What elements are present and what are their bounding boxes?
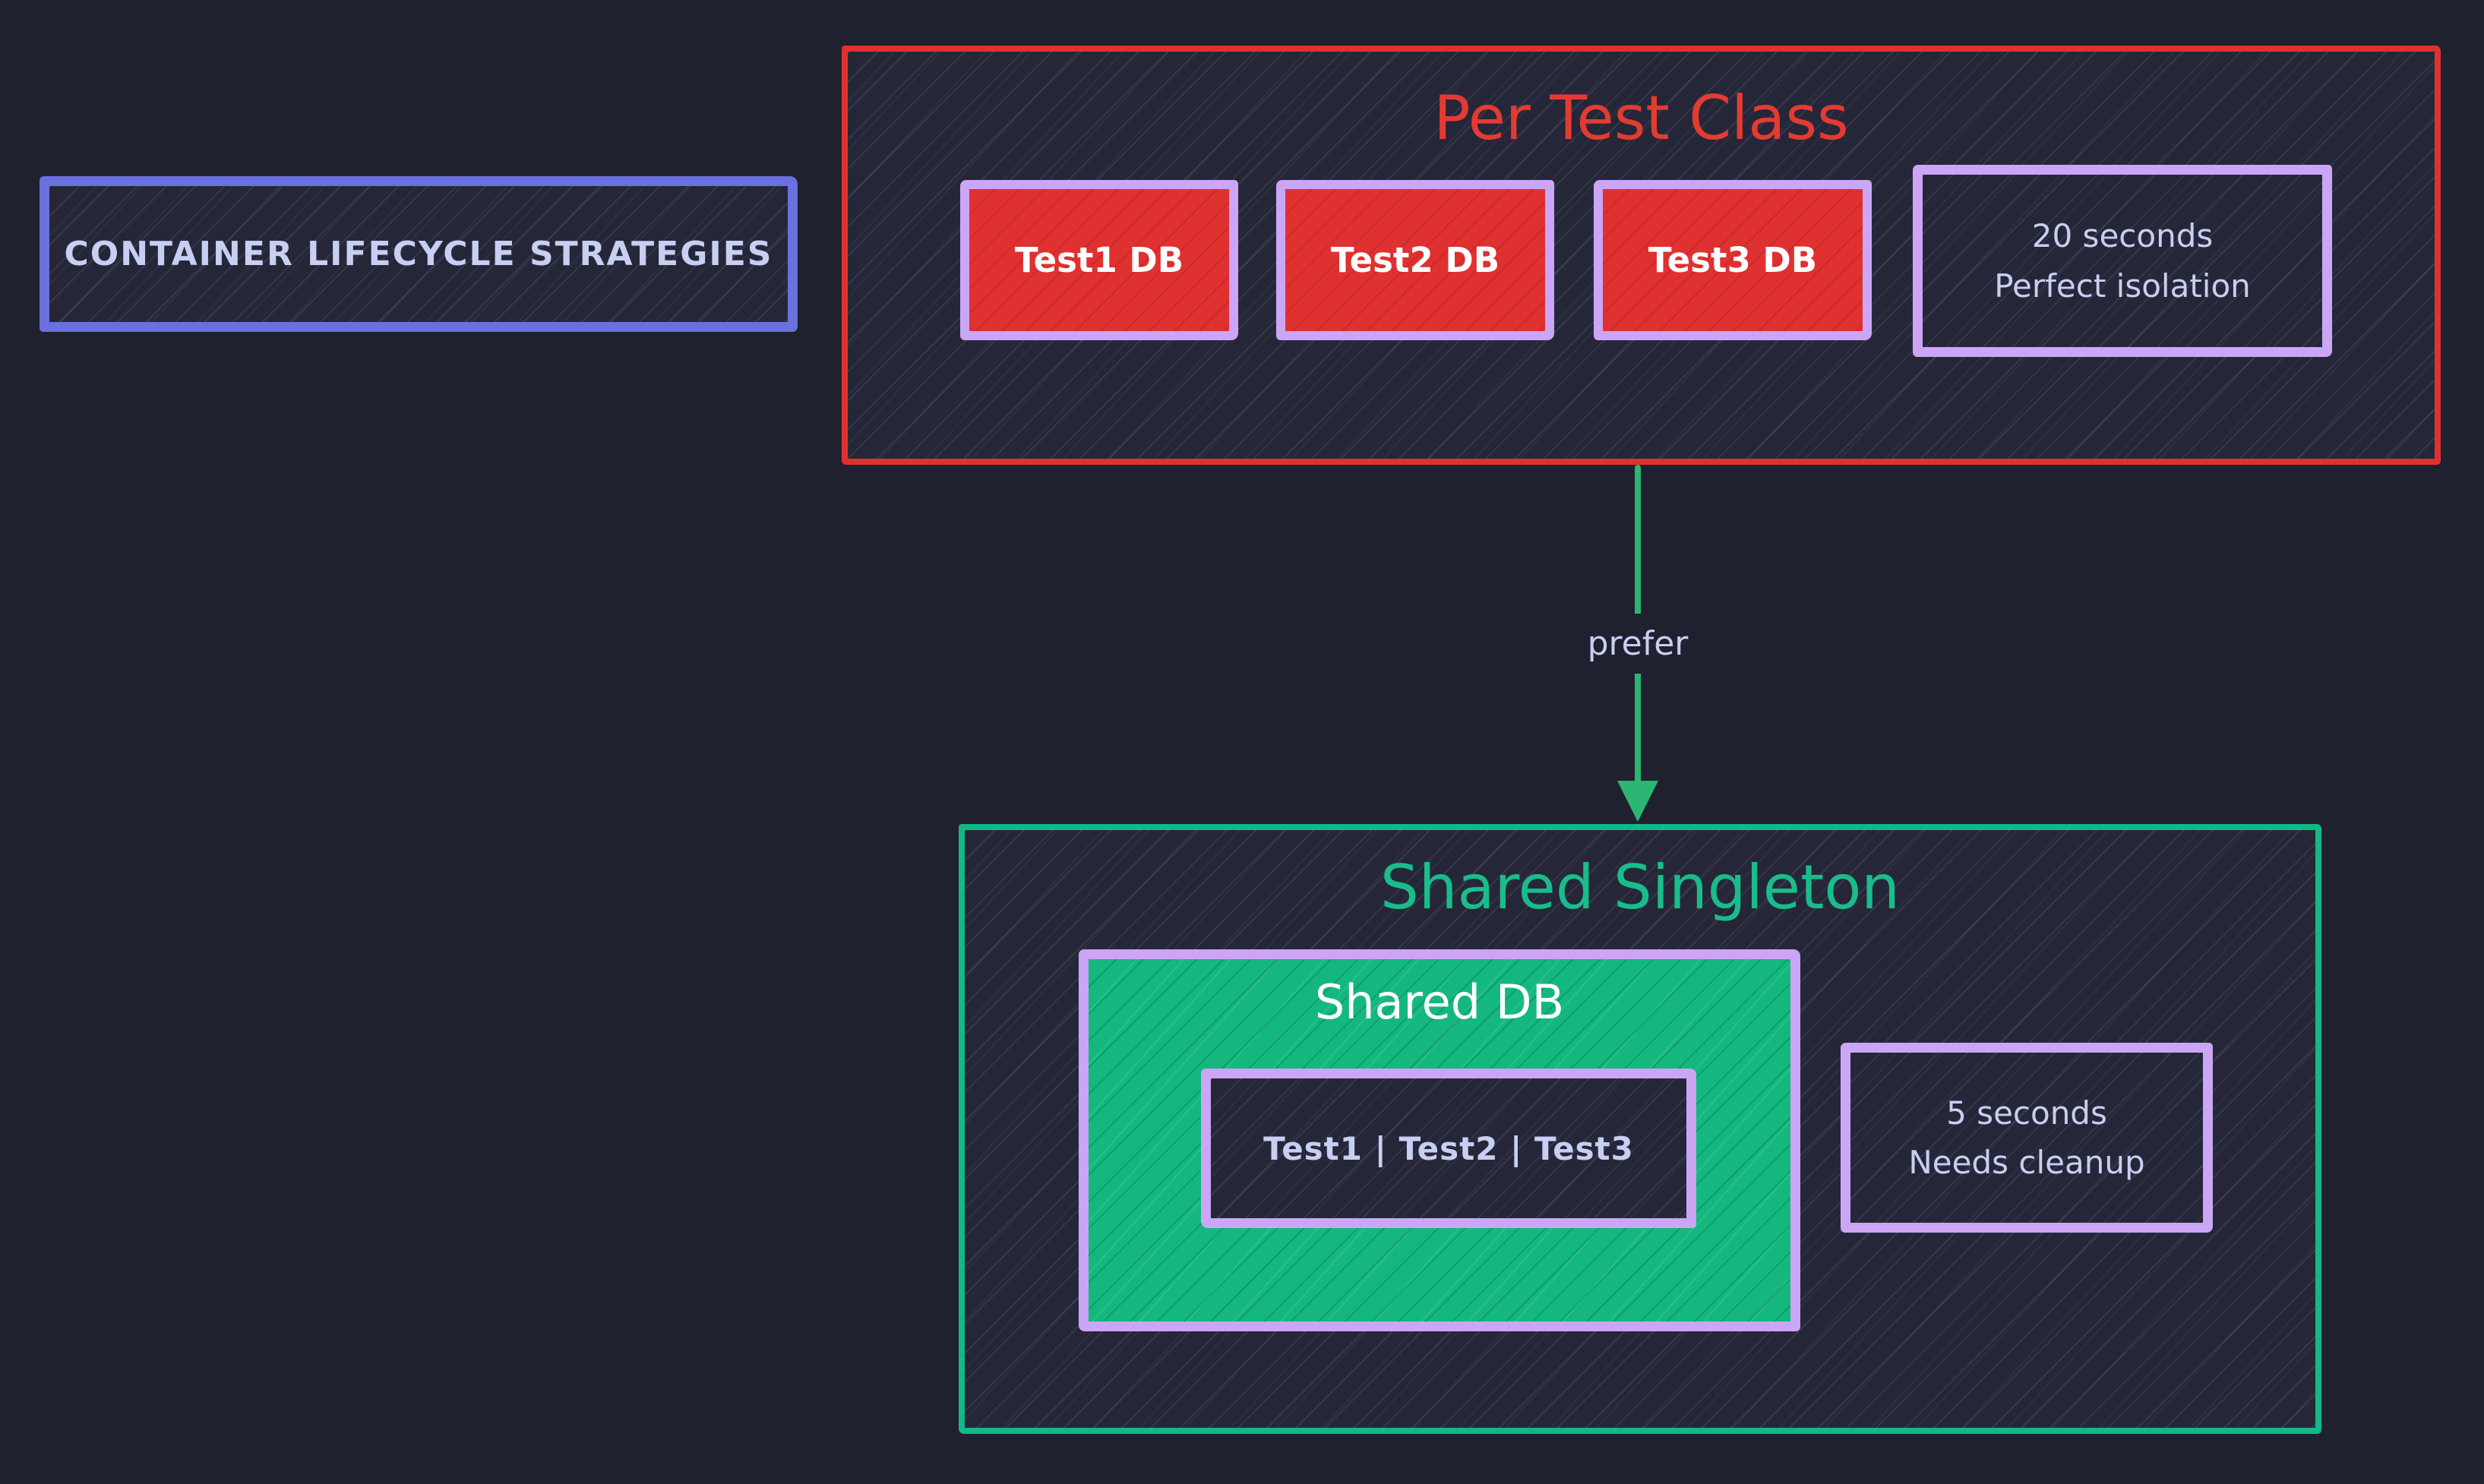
per-test-class-box: Per Test Class Test1 DB Test2 DB Test3 D… [842, 46, 2441, 465]
cleanup-note-line2: Needs cleanup [1908, 1144, 2145, 1181]
cleanup-note-line1: 5 seconds [1946, 1094, 2107, 1132]
test1-db-label: Test1 DB [1014, 240, 1184, 280]
test3-db-label: Test3 DB [1648, 240, 1818, 280]
shared-db-title: Shared DB [1314, 974, 1565, 1030]
shared-tests-label: Test1 | Test2 | Test3 [1263, 1129, 1634, 1167]
cleanup-note-box: 5 seconds Needs cleanup [1841, 1043, 2213, 1233]
per-test-class-title: Per Test Class [1433, 83, 1849, 153]
shared-singleton-title: Shared Singleton [1379, 852, 1901, 923]
test2-db-label: Test2 DB [1330, 240, 1500, 280]
shared-singleton-box: Shared Singleton Shared DB Test1 | Test2… [959, 824, 2321, 1434]
lifecycle-title-label: CONTAINER LIFECYCLE STRATEGIES [64, 235, 773, 273]
shared-tests-box: Test1 | Test2 | Test3 [1201, 1069, 1696, 1228]
test2-db-box: Test2 DB [1276, 180, 1554, 340]
isolation-note-box: 20 seconds Perfect isolation [1913, 165, 2332, 357]
prefer-arrow-label: prefer [1573, 614, 1702, 674]
isolation-note-line1: 20 seconds [2031, 217, 2214, 255]
isolation-note-line2: Perfect isolation [1994, 267, 2251, 305]
shared-db-box: Shared DB Test1 | Test2 | Test3 [1079, 949, 1800, 1331]
test1-db-box: Test1 DB [960, 180, 1238, 340]
lifecycle-title-box: CONTAINER LIFECYCLE STRATEGIES [40, 176, 798, 332]
prefer-arrow-head [1617, 781, 1658, 822]
test3-db-box: Test3 DB [1594, 180, 1872, 340]
